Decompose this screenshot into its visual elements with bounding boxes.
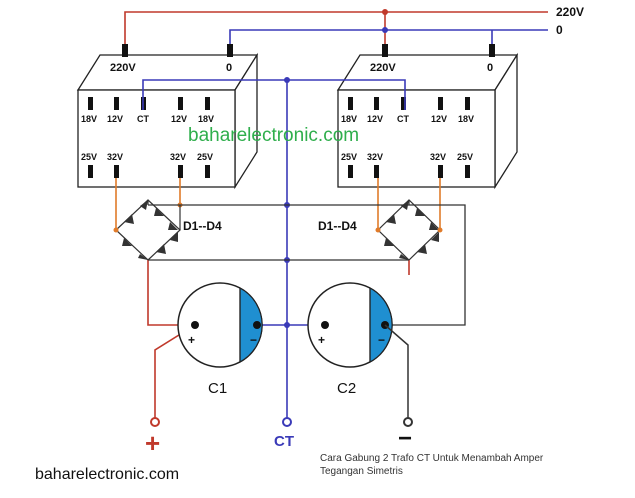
primary-pin (489, 44, 495, 57)
mains-220-label: 220V (556, 5, 584, 19)
positive-terminal (150, 417, 160, 427)
tap-label: 32V (170, 152, 186, 162)
primary-220-label: 220V (370, 62, 396, 74)
junction-dot (382, 27, 388, 33)
tap-label: 18V (458, 114, 474, 124)
ct-terminal (282, 417, 292, 427)
tap-label: 32V (430, 152, 446, 162)
watermark-text: baharelectronic.com (188, 125, 359, 146)
capacitor-c1: + − (177, 282, 263, 368)
c1-label: C1 (208, 380, 227, 397)
tap-label: 32V (367, 152, 383, 162)
tap-label: 32V (107, 152, 123, 162)
tap-label: 12V (431, 114, 447, 124)
ct-output-label: CT (274, 433, 294, 450)
primary-0-label: 0 (487, 62, 493, 74)
tap-label: 12V (171, 114, 187, 124)
c2-plus-label: + (318, 333, 325, 347)
tap-label: 25V (81, 152, 97, 162)
site-footer: baharelectronic.com (35, 466, 179, 483)
negative-output-label: − (398, 425, 412, 452)
transformer-left: 220V 0 18V 12V CT 12V 18V 25V 32V 32V 25… (76, 44, 259, 190)
tap-label: 18V (81, 114, 97, 124)
primary-pin (227, 44, 233, 57)
mains-wires (124, 11, 548, 50)
c1-plus-label: + (188, 333, 195, 347)
negative-wiring (384, 324, 409, 420)
c2-label: C2 (337, 380, 356, 397)
bridge-left-label: D1--D4 (183, 219, 222, 233)
bridge-right-label: D1--D4 (318, 219, 357, 233)
positive-output-label: + (145, 428, 160, 458)
caption-line-1: Cara Gabung 2 Trafo CT Untuk Menambah Am… (320, 453, 544, 464)
transformer-right: 220V 0 18V 12V CT 12V 18V 25V 32V 32V 25… (336, 44, 519, 190)
tap-label: 18V (341, 114, 357, 124)
primary-220-label: 220V (110, 62, 136, 74)
primary-pin (382, 44, 388, 57)
tap-label: 12V (367, 114, 383, 124)
primary-pin (122, 44, 128, 57)
capacitor-c2: + − (307, 282, 393, 368)
junction-dot (382, 9, 388, 15)
caption-line-2: Tegangan Simetris (320, 466, 403, 477)
negative-terminal (403, 417, 413, 427)
bridge-rectifier-right (287, 178, 466, 326)
mains-0-wire (229, 29, 548, 50)
tap-label: 25V (341, 152, 357, 162)
mains-220-wire (124, 11, 548, 50)
tap-label: 18V (198, 114, 214, 124)
mains-0-label: 0 (556, 23, 563, 37)
tap-label: CT (397, 114, 409, 124)
primary-0-label: 0 (226, 62, 232, 74)
tap-label: 25V (457, 152, 473, 162)
tap-label: 25V (197, 152, 213, 162)
bridge-rectifier-left (113, 178, 287, 261)
tap-label: 12V (107, 114, 123, 124)
c1-minus-label: − (250, 333, 257, 347)
c2-minus-label: − (378, 333, 385, 347)
tap-label: CT (137, 114, 149, 124)
